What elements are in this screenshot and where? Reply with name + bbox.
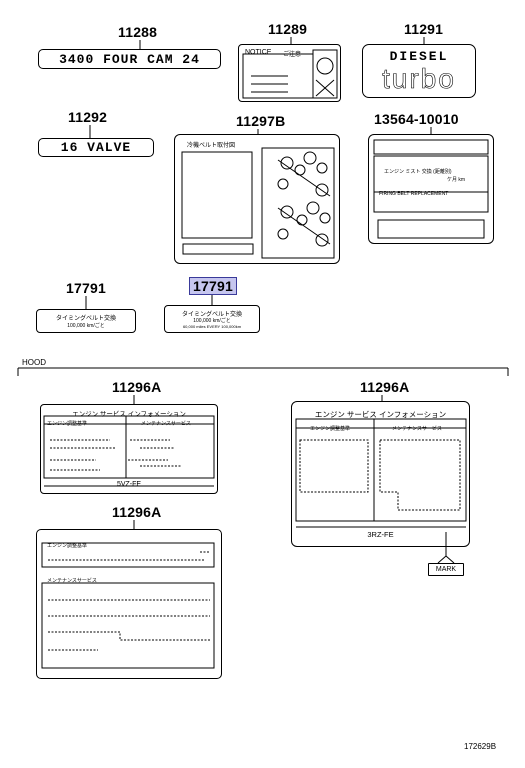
notice-title: NOTICE bbox=[245, 49, 272, 56]
part-number-11296a-1: 11296A bbox=[112, 379, 162, 395]
diesel-text: DIESEL bbox=[389, 49, 449, 64]
timing-belt-1-sub: 100,000 km/ごと bbox=[67, 323, 105, 329]
timing-belt-label-2: タイミングベルト交換 100,000 km/ごと 60,000 miles EV… bbox=[164, 305, 260, 333]
emission-label-3rz-header: エンジン サービス インフォメーション bbox=[314, 410, 447, 419]
emission-label-3: エンジン調整基準 メンテナンスサービス bbox=[36, 529, 222, 679]
timing-belt-2-sub: 100,000 km/ごと bbox=[193, 318, 231, 324]
emission-label-5vz: エンジン サービス インフォメーション エンジン調整基準 メンテナンスサービス … bbox=[40, 404, 218, 494]
part-number-11289: 11289 bbox=[268, 21, 308, 37]
diesel-turbo-emblem: DIESEL turbo bbox=[362, 44, 476, 98]
part-number-11288: 11288 bbox=[118, 24, 158, 40]
timing-belt-2-text: タイミングベルト交換 bbox=[181, 312, 242, 318]
engine-code-5vz: 5VZ-FE bbox=[116, 481, 142, 488]
emission-label-3rz-sub-right: メンテナンスサービス bbox=[392, 426, 442, 432]
emission-label-3rz-sub-left: エンジン調整基準 bbox=[310, 426, 351, 432]
maintenance-label-13564: エンジン ミスト 交換 (距離別) ケ月 km FIRING BELT REPL… bbox=[368, 134, 494, 244]
emblem-four-cam: 3400 FOUR CAM 24 bbox=[38, 49, 221, 69]
label13564-line3: FIRING BELT REPLACEMENT bbox=[379, 191, 449, 197]
part-number-11296a-3: 11296A bbox=[112, 504, 162, 520]
notice-title-jp: ご注意 bbox=[283, 52, 302, 58]
timing-belt-2-sub2: 60,000 miles EVERY 100,000km bbox=[182, 324, 242, 329]
part-number-11291: 11291 bbox=[404, 21, 444, 37]
emblem-16-valve-text: 16 VALVE bbox=[60, 140, 132, 155]
engine-code-3rz: 3RZ-FE bbox=[367, 530, 394, 539]
emblem-16-valve: 16 VALVE bbox=[38, 138, 154, 157]
mark-text: MARK bbox=[435, 566, 457, 573]
mark-callout: MARK bbox=[428, 563, 464, 576]
belt-routing-label: 冷機ベルト取付図 bbox=[174, 134, 340, 264]
part-number-17791-b-highlighted[interactable]: 17791 bbox=[189, 277, 237, 295]
timing-belt-label-1: タイミングベルト交換 100,000 km/ごと bbox=[36, 309, 136, 333]
label13564-line1: エンジン ミスト 交換 (距離別) bbox=[384, 169, 452, 175]
emission-label-5vz-header: エンジン サービス インフォメーション bbox=[72, 411, 186, 418]
label13564-line2: ケ月 km bbox=[447, 177, 466, 183]
part-number-11292: 11292 bbox=[68, 109, 108, 125]
part-number-11297b: 11297B bbox=[236, 113, 286, 129]
emission-label-3-sub1: エンジン調整基準 bbox=[47, 543, 88, 549]
belt-routing-title: 冷機ベルト取付図 bbox=[187, 143, 236, 149]
catalog-number: 172629B bbox=[464, 742, 497, 751]
part-number-11296a-2: 11296A bbox=[360, 379, 410, 395]
part-number-13564: 13564-10010 bbox=[374, 111, 459, 127]
hood-section-label: HOOD bbox=[22, 358, 46, 367]
timing-belt-1-text: タイミングベルト交換 bbox=[55, 316, 116, 322]
emblem-four-cam-text: 3400 FOUR CAM 24 bbox=[59, 51, 200, 67]
emission-label-3-sub2: メンテナンスサービス bbox=[47, 578, 97, 584]
turbo-text: turbo bbox=[382, 63, 456, 95]
part-number-17791-a: 17791 bbox=[66, 280, 106, 296]
